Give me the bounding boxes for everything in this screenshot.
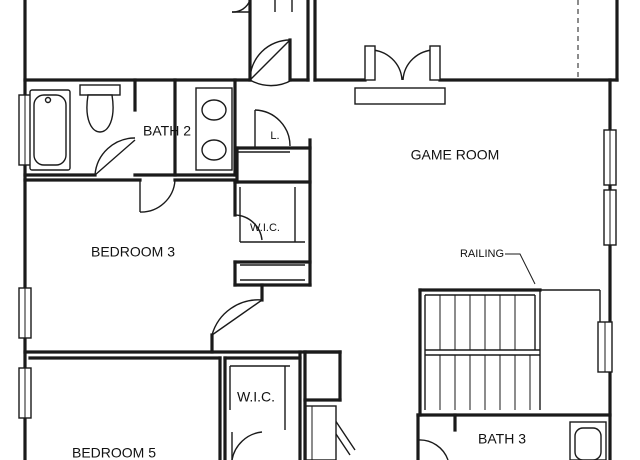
room-label-bedroom3: BEDROOM 3 bbox=[91, 244, 175, 260]
doors bbox=[94, 0, 449, 460]
room-label-wic-lower: W.I.C. bbox=[237, 389, 275, 405]
staircase bbox=[418, 253, 601, 417]
room-label-railing: RAILING bbox=[460, 248, 504, 260]
room-label-linen: L. bbox=[270, 130, 279, 142]
fixtures bbox=[29, 84, 607, 460]
room-labels: BATH 2 GAME ROOM L. W.I.C. BEDROOM 3 RAI… bbox=[72, 123, 526, 460]
room-label-bath3: BATH 3 bbox=[478, 431, 526, 447]
room-label-bath2: BATH 2 bbox=[143, 123, 191, 139]
room-label-game-room: GAME ROOM bbox=[411, 147, 500, 163]
windows bbox=[18, 0, 617, 419]
room-label-wic-upper: W.I.C. bbox=[250, 222, 280, 234]
walls bbox=[23, 0, 619, 460]
room-label-bedroom5: BEDROOM 5 bbox=[72, 445, 156, 460]
